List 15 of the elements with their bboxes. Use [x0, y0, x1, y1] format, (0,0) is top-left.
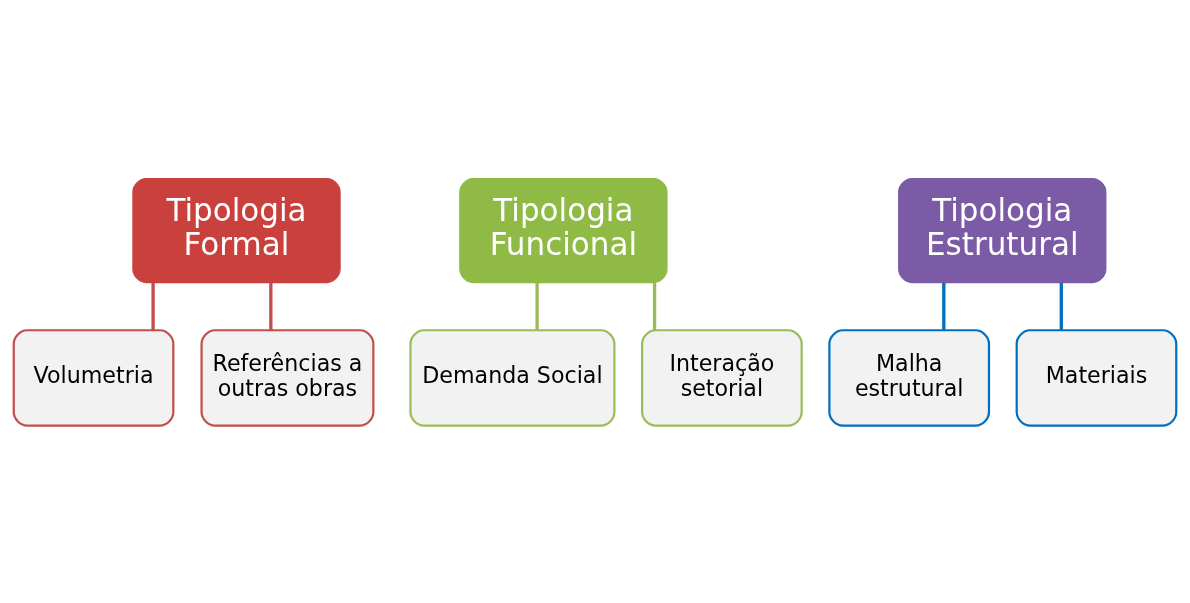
connector — [652, 282, 657, 330]
node-box: Volumetria — [12, 328, 175, 427]
node-box: Demanda Social — [409, 328, 616, 427]
node-box: Referências a outras obras — [200, 328, 375, 427]
node-box: Tipologia Funcional — [459, 177, 668, 283]
connector — [151, 282, 155, 330]
connector — [942, 282, 946, 330]
node-box: Interação setorial — [641, 328, 803, 427]
node-box: Materiais — [1015, 328, 1178, 427]
connector — [535, 282, 539, 330]
node-box: Malha estrutural — [828, 328, 991, 427]
node-box: Tipologia Estrutural — [898, 177, 1107, 283]
node-box: Tipologia Formal — [132, 177, 341, 283]
connector — [1059, 282, 1063, 330]
connector — [269, 282, 273, 330]
